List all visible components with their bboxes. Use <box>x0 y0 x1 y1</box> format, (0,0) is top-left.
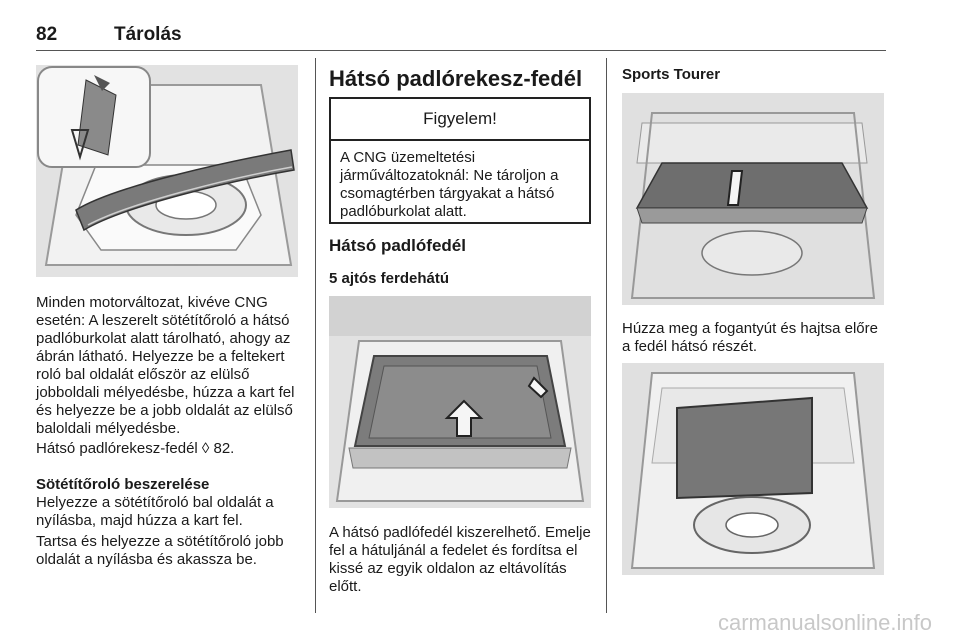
warning-text: A CNG üzemeltetési járműváltozatoknál: N… <box>340 149 559 220</box>
page-number: 82 <box>36 24 58 45</box>
column-divider <box>315 58 316 613</box>
page-header: 82 Tárolás <box>36 20 886 51</box>
sports-tourer-handle-illustration <box>622 93 884 305</box>
subsection-heading: Hátsó padlófedél <box>329 236 466 255</box>
column-divider <box>606 58 607 613</box>
sunshade-storage-text: Minden motorváltozat, kivéve CNG esetén:… <box>36 294 295 437</box>
warning-box: Figyelem! A CNG üzemeltetési járműváltoz… <box>329 97 591 224</box>
sunshade-storage-illustration <box>36 65 298 277</box>
hatchback-floor-cover-illustration <box>329 296 591 508</box>
handle-instructions: Húzza meg a fogantyút és hajtsa előre a … <box>622 320 878 355</box>
sports-tourer-fold-cover-illustration <box>622 363 884 575</box>
variant-label-sports-tourer: Sports Tourer <box>622 66 721 83</box>
section-title: Tárolás <box>114 24 182 45</box>
warning-title: Figyelem! <box>331 99 589 141</box>
sunshade-install-heading: Sötétítőroló beszerelése <box>36 476 210 493</box>
sunshade-install-step1: Helyezze a sötétítőroló bal oldalát a ny… <box>36 494 274 529</box>
variant-label-hatchback: 5 ajtós ferdehátú <box>329 270 450 287</box>
cross-reference[interactable]: Hátsó padlórekesz-fedél ◊ 82. <box>36 440 235 457</box>
watermark: carmanualsonline.info <box>717 610 932 635</box>
sunshade-install-step2: Tartsa és helyezze a sötétítőroló jobb o… <box>36 533 284 568</box>
floor-cover-instructions: A hátsó padlófedél kiszerelhető. Emelje … <box>329 524 591 595</box>
section-heading: Hátsó padlórekesz-fedél <box>329 66 583 91</box>
